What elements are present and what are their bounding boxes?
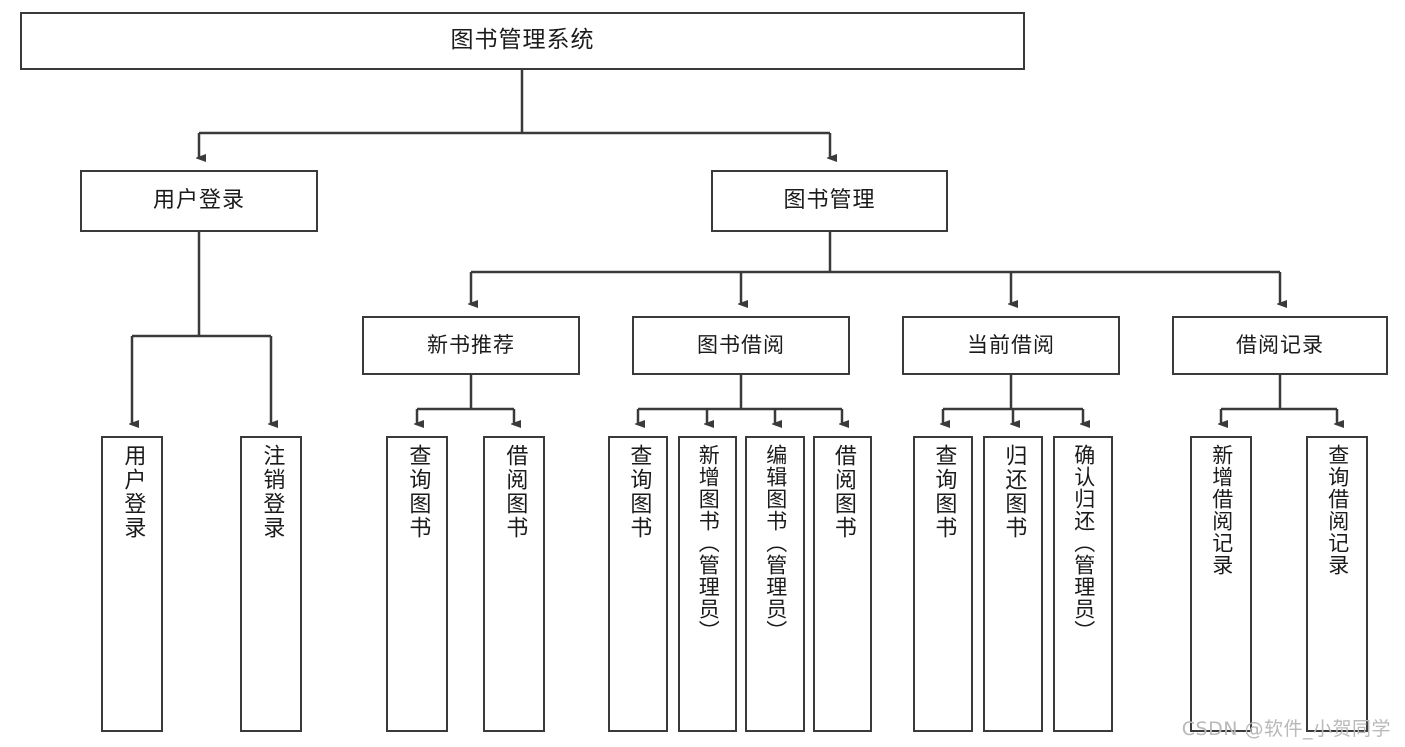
node-borrow-record[interactable]: 借阅记录	[1172, 316, 1388, 375]
leaf-confirm-return-admin-label: 确认归还（管理员）	[1071, 444, 1096, 642]
leaf-edit-book-admin[interactable]: 编辑图书（管理员）	[745, 436, 805, 732]
leaf-query-book-recommend[interactable]: 查询图书	[386, 436, 448, 732]
leaf-query-book-borrow[interactable]: 查询图书	[608, 436, 668, 732]
leaf-borrow-book[interactable]: 借阅图书	[813, 436, 872, 732]
leaf-logout-label: 注销登录	[259, 444, 285, 540]
node-borrow-record-label: 借阅记录	[1236, 332, 1324, 357]
leaf-borrow-book-recommend-label: 借阅图书	[502, 444, 528, 540]
leaf-logout[interactable]: 注销登录	[240, 436, 302, 732]
watermark: CSDN @软件_小贺同学	[1181, 718, 1391, 740]
node-root[interactable]: 图书管理系统	[20, 12, 1025, 70]
node-user-login-label: 用户登录	[152, 187, 245, 213]
leaf-add-book-admin[interactable]: 新增图书（管理员）	[678, 436, 737, 732]
leaf-user-login-label: 用户登录	[120, 444, 146, 540]
node-book-management[interactable]: 图书管理	[711, 170, 948, 232]
leaf-add-borrow-record-label: 新增借阅记录	[1209, 444, 1234, 576]
leaf-borrow-book-label: 借阅图书	[830, 444, 856, 540]
leaf-query-borrow-record-label: 查询借阅记录	[1325, 444, 1350, 576]
node-book-management-label: 图书管理	[783, 187, 876, 213]
leaf-user-login[interactable]: 用户登录	[101, 436, 163, 732]
node-book-borrow-label: 图书借阅	[697, 332, 785, 357]
leaf-query-book-recommend-label: 查询图书	[405, 444, 431, 540]
node-root-label: 图书管理系统	[450, 27, 595, 54]
leaf-return-book-label: 归还图书	[1001, 444, 1027, 540]
node-current-borrow-label: 当前借阅	[967, 332, 1055, 357]
leaf-add-borrow-record[interactable]: 新增借阅记录	[1190, 436, 1252, 732]
leaf-query-borrow-record[interactable]: 查询借阅记录	[1306, 436, 1368, 732]
leaf-query-book-current[interactable]: 查询图书	[913, 436, 973, 732]
leaf-confirm-return-admin[interactable]: 确认归还（管理员）	[1053, 436, 1113, 732]
leaf-edit-book-admin-label: 编辑图书（管理员）	[763, 444, 788, 642]
leaf-borrow-book-recommend[interactable]: 借阅图书	[483, 436, 545, 732]
leaf-query-book-borrow-label: 查询图书	[626, 444, 652, 540]
node-new-book-recommend-label: 新书推荐	[427, 332, 515, 357]
leaf-return-book[interactable]: 归还图书	[983, 436, 1043, 732]
node-book-borrow[interactable]: 图书借阅	[632, 316, 850, 375]
node-new-book-recommend[interactable]: 新书推荐	[362, 316, 580, 375]
leaf-query-book-current-label: 查询图书	[931, 444, 957, 540]
node-user-login[interactable]: 用户登录	[80, 170, 318, 232]
leaf-add-book-admin-label: 新增图书（管理员）	[696, 444, 721, 642]
node-current-borrow[interactable]: 当前借阅	[902, 316, 1120, 375]
